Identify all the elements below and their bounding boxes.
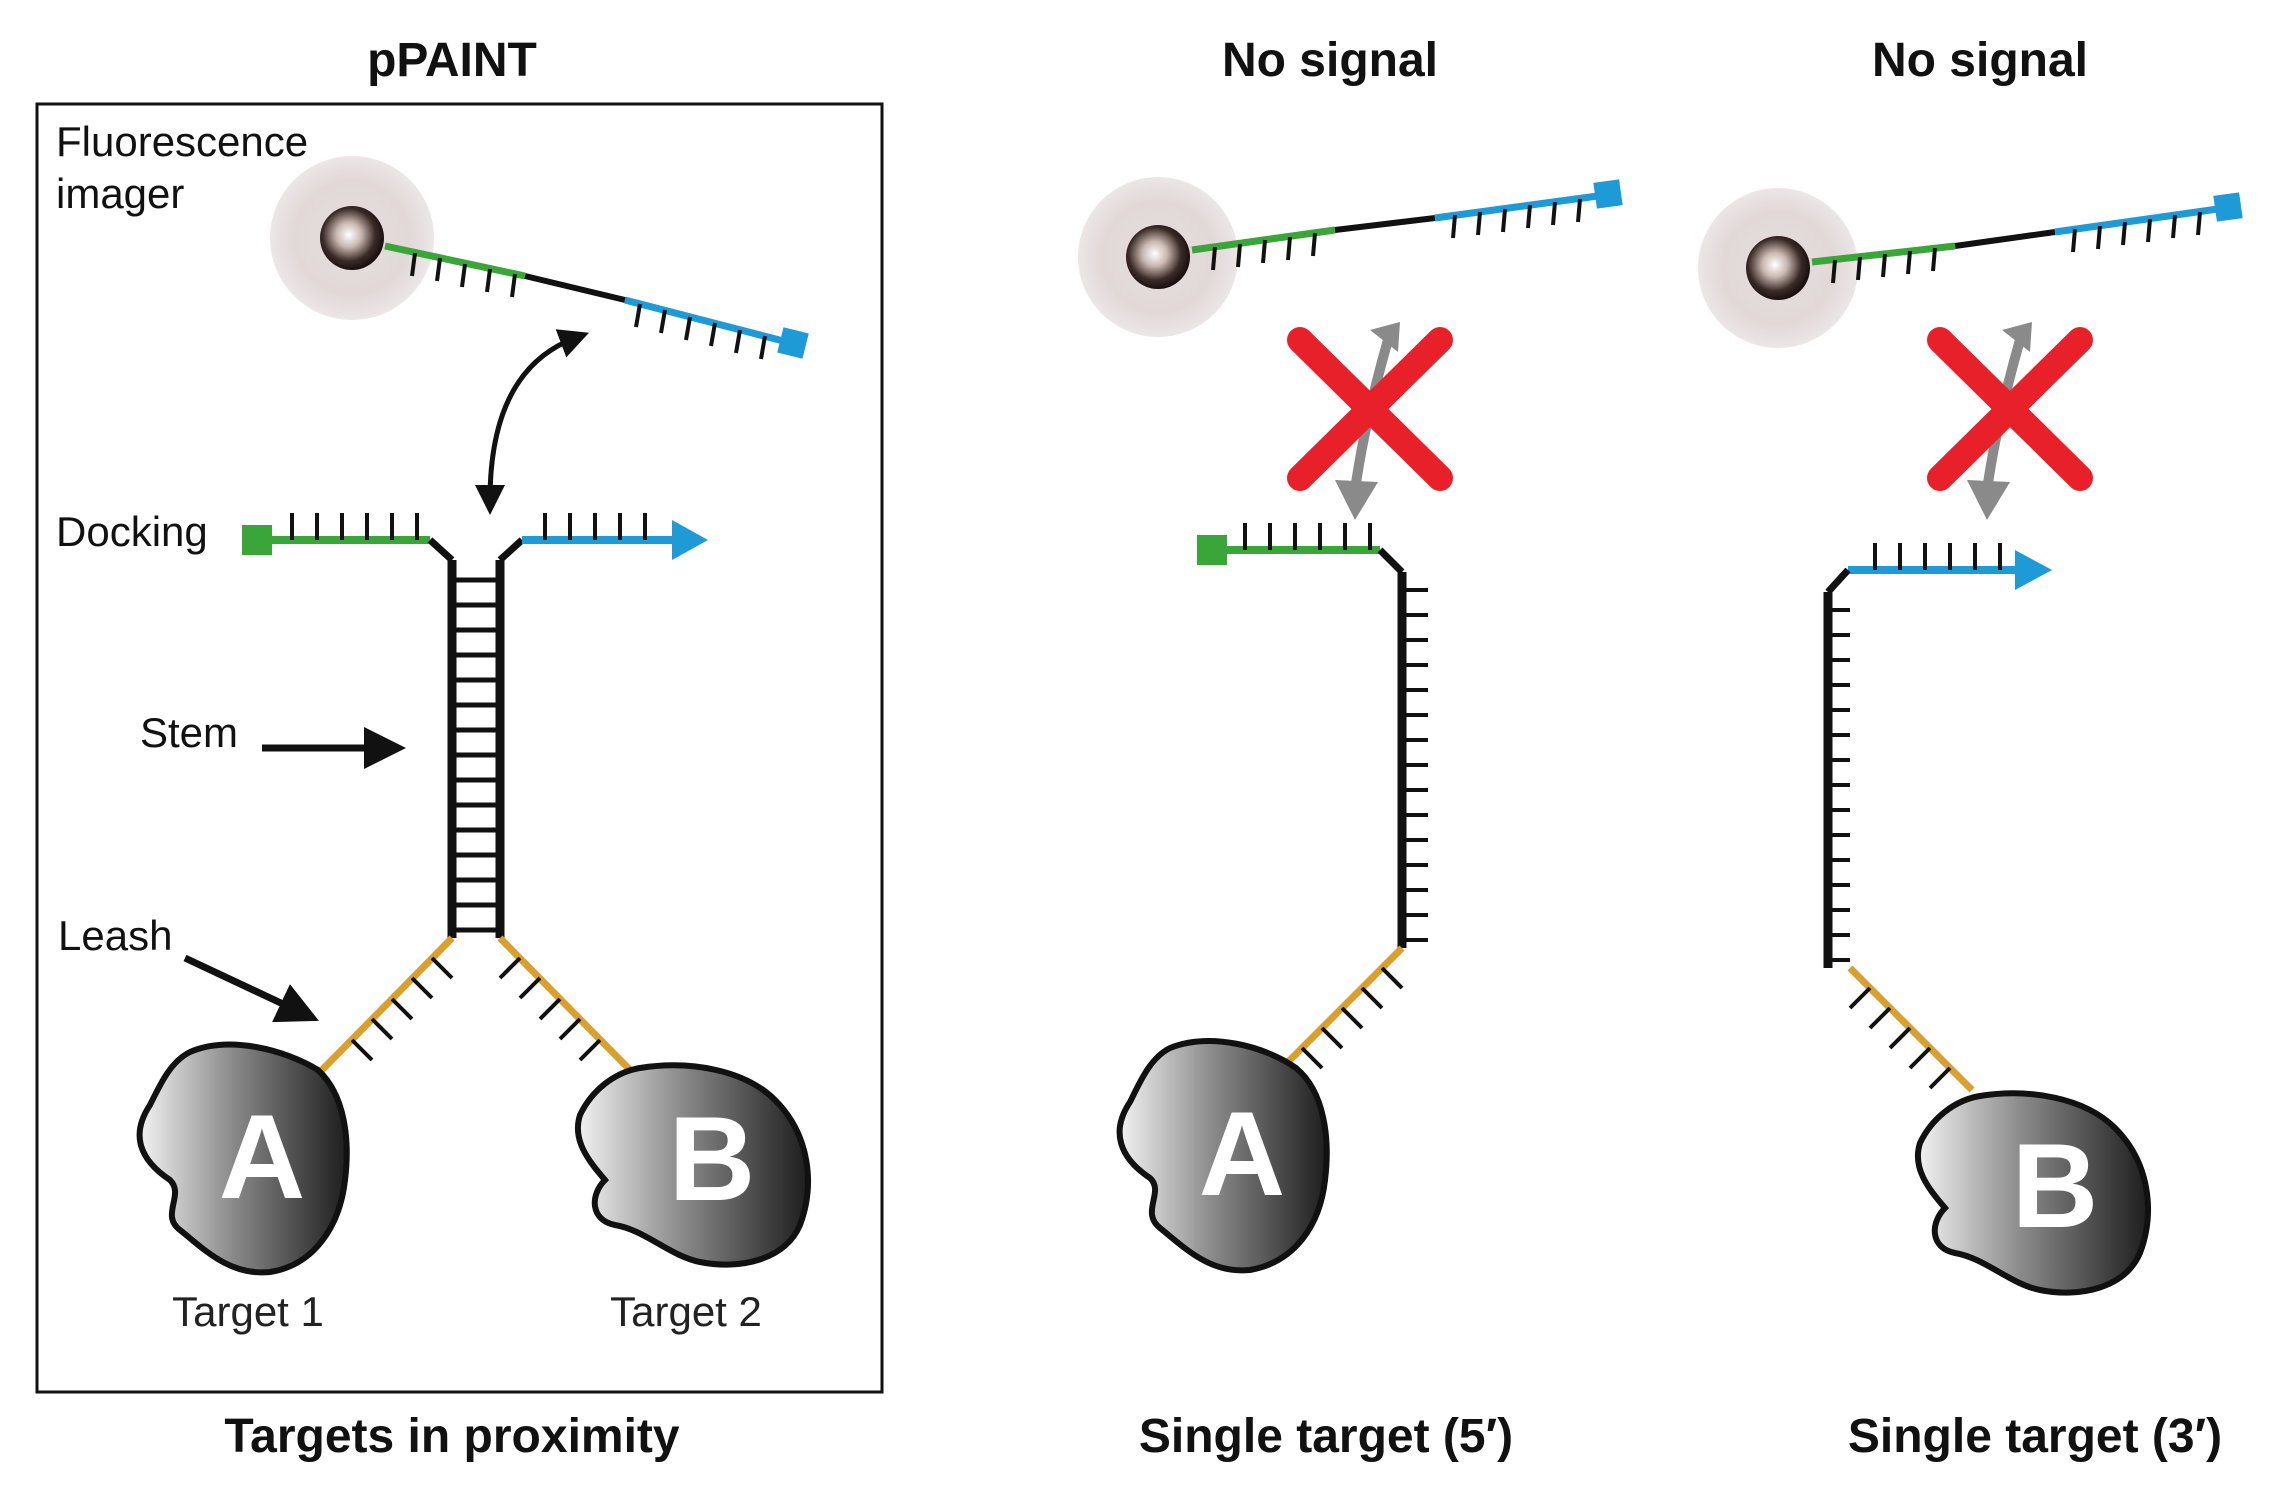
target-b: B xyxy=(1914,1090,2151,1296)
panel-caption: Single target (3′) xyxy=(1848,1410,2222,1463)
target-a: A xyxy=(136,1041,350,1276)
panel-caption: Single target (5′) xyxy=(1139,1410,1513,1463)
stem-label: Stem xyxy=(140,709,238,756)
target-2-label: Target 2 xyxy=(610,1288,762,1335)
panel-title: No signal xyxy=(1872,34,2088,87)
red-cross-icon xyxy=(1287,327,1453,491)
leash-right xyxy=(497,935,635,1075)
docking-strands xyxy=(242,513,708,563)
imager-strand xyxy=(1191,179,1623,271)
panel-title: pPAINT xyxy=(367,34,537,87)
stem-ladder xyxy=(447,560,505,938)
fluorophore-icon xyxy=(1698,188,1858,348)
panel-caption: Targets in proximity xyxy=(224,1410,680,1463)
target-a-letter: A xyxy=(219,1090,306,1224)
target-b-letter: B xyxy=(2012,1119,2099,1253)
docking-label: Docking xyxy=(56,508,208,555)
leash xyxy=(1277,945,1405,1073)
imager-strand xyxy=(1811,192,2243,284)
double-arrow-icon xyxy=(475,329,590,515)
target-1-label: Target 1 xyxy=(172,1288,324,1335)
leash-left xyxy=(317,935,455,1075)
target-b-letter: B xyxy=(669,1092,756,1226)
leash-arrow xyxy=(183,954,320,1023)
leash-label: Leash xyxy=(58,912,172,959)
target-a-letter: A xyxy=(1199,1087,1286,1221)
panel-single-target-5: No signal xyxy=(1078,34,1623,1463)
target-b: B xyxy=(574,1062,811,1268)
docking-strand-3 xyxy=(1823,543,2052,968)
docking-strand-5 xyxy=(1197,523,1428,948)
panel-frame xyxy=(35,102,884,1394)
imager-strand xyxy=(384,242,809,360)
imager-label-line2: imager xyxy=(56,170,184,217)
red-cross-icon xyxy=(1927,327,2093,491)
leash xyxy=(1847,965,1975,1093)
panel-single-target-3: No signal xyxy=(1698,34,2243,1463)
imager-label-line1: Fluorescence xyxy=(56,118,308,165)
fluorophore-icon xyxy=(270,156,434,320)
target-a: A xyxy=(1116,1038,1330,1274)
panel-pppaint: pPAINT Fluorescence imager xyxy=(35,34,884,1463)
panel-title: No signal xyxy=(1222,34,1438,87)
fluorophore-icon xyxy=(1078,177,1238,337)
